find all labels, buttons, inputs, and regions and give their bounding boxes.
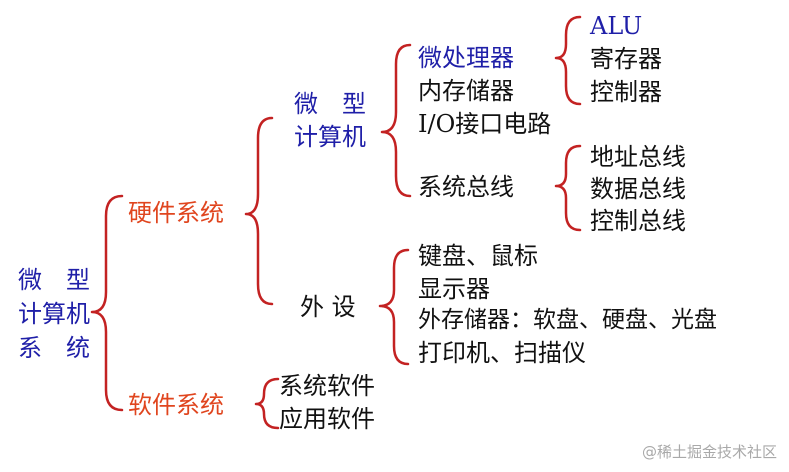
- software-item-2: 应用软件: [279, 405, 375, 433]
- root-label-line3: 系 统: [18, 334, 90, 362]
- peripheral-item-keyboard: 键盘、鼠标: [418, 242, 538, 270]
- bracket-bus: [554, 144, 582, 232]
- bus-item-control: 控制总线: [590, 207, 686, 235]
- root-label-line1: 微 型: [18, 266, 90, 294]
- software-item-1: 系统软件: [279, 372, 375, 400]
- bus-item-address: 地址总线: [590, 143, 686, 171]
- memory-label: 内存储器: [418, 77, 514, 105]
- cpu-item-alu: ALU: [590, 12, 643, 40]
- peripheral-item-storage: 外存储器：软盘、硬盘、光盘: [418, 307, 717, 333]
- io-label: I/O接口电路: [418, 110, 552, 138]
- bus-item-data: 数据总线: [590, 175, 686, 203]
- bracket-root: [90, 194, 124, 412]
- cpu-label: 微处理器: [418, 44, 514, 72]
- bracket-cpu: [554, 15, 582, 106]
- cpu-item-register: 寄存器: [590, 45, 662, 73]
- peripheral-item-printer: 打印机、扫描仪: [418, 339, 586, 367]
- micro-label-line1: 微 型: [294, 90, 366, 118]
- root-label-line2: 计算机: [18, 300, 90, 328]
- micro-label-line2: 计算机: [294, 123, 366, 151]
- bus-label: 系统总线: [418, 173, 514, 201]
- bracket-micro: [380, 43, 412, 198]
- watermark: @稀土掘金技术社区: [641, 443, 777, 461]
- hardware-label: 硬件系统: [128, 199, 224, 227]
- cpu-item-controller: 控制器: [590, 78, 662, 106]
- peripheral-label: 外 设: [300, 293, 356, 321]
- bracket-peripheral: [378, 248, 410, 366]
- bracket-software: [254, 377, 280, 430]
- software-label: 软件系统: [128, 391, 224, 419]
- bracket-hardware: [244, 116, 274, 306]
- peripheral-item-display: 显示器: [418, 275, 490, 303]
